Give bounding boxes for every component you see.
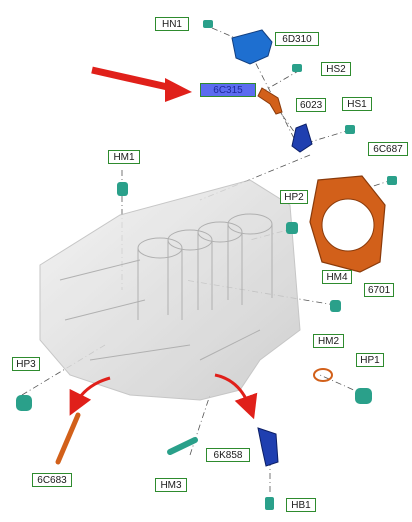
callout-hm3: HM3 (155, 478, 187, 492)
plug-hm4-part (330, 300, 341, 312)
callout-6c315-highlighted: 6C315 (200, 83, 256, 97)
bolt-hs2-part (292, 64, 302, 72)
bolt-hs1-part (345, 125, 355, 134)
callout-6c683: 6C683 (32, 473, 72, 487)
plug-hp2-part (286, 222, 298, 234)
callout-hs1: HS1 (342, 97, 372, 111)
plug-hp3-part (16, 395, 32, 411)
plug-hp1-part (355, 388, 372, 404)
bolt-6c687-part (387, 176, 397, 185)
bolt-hn1-part (203, 20, 213, 28)
tube-6c683-part (55, 412, 81, 465)
callout-hs2: HS2 (321, 62, 351, 76)
callout-hm2: HM2 (313, 334, 344, 348)
rear-seal-retainer-6701-part (309, 175, 386, 273)
pin-hm3-part (167, 437, 198, 455)
bolt-hb1-part (265, 497, 274, 510)
bracket-6k858-part (257, 427, 279, 467)
callout-6c687: 6C687 (368, 142, 408, 156)
sensor-6c315-part (257, 87, 283, 115)
bracket-6023-part (291, 123, 313, 153)
callout-6023: 6023 (296, 98, 326, 112)
callout-hp1: HP1 (356, 353, 384, 367)
engine-block (39, 179, 301, 401)
callout-hn1: HN1 (155, 17, 189, 31)
callout-6d310: 6D310 (275, 32, 319, 46)
callout-hp2: HP2 (280, 190, 308, 204)
callout-hp3: HP3 (12, 357, 40, 371)
callout-hb1: HB1 (286, 498, 316, 512)
cover-6d310-part (231, 29, 273, 65)
callout-hm1: HM1 (108, 150, 140, 164)
pointer-arrows (69, 66, 258, 420)
bolt-hm1-part (117, 182, 128, 196)
seal-hm2-part (313, 368, 333, 382)
callout-hm4: HM4 (322, 270, 352, 284)
callout-6701: 6701 (364, 283, 394, 297)
callout-6k858: 6K858 (206, 448, 250, 462)
